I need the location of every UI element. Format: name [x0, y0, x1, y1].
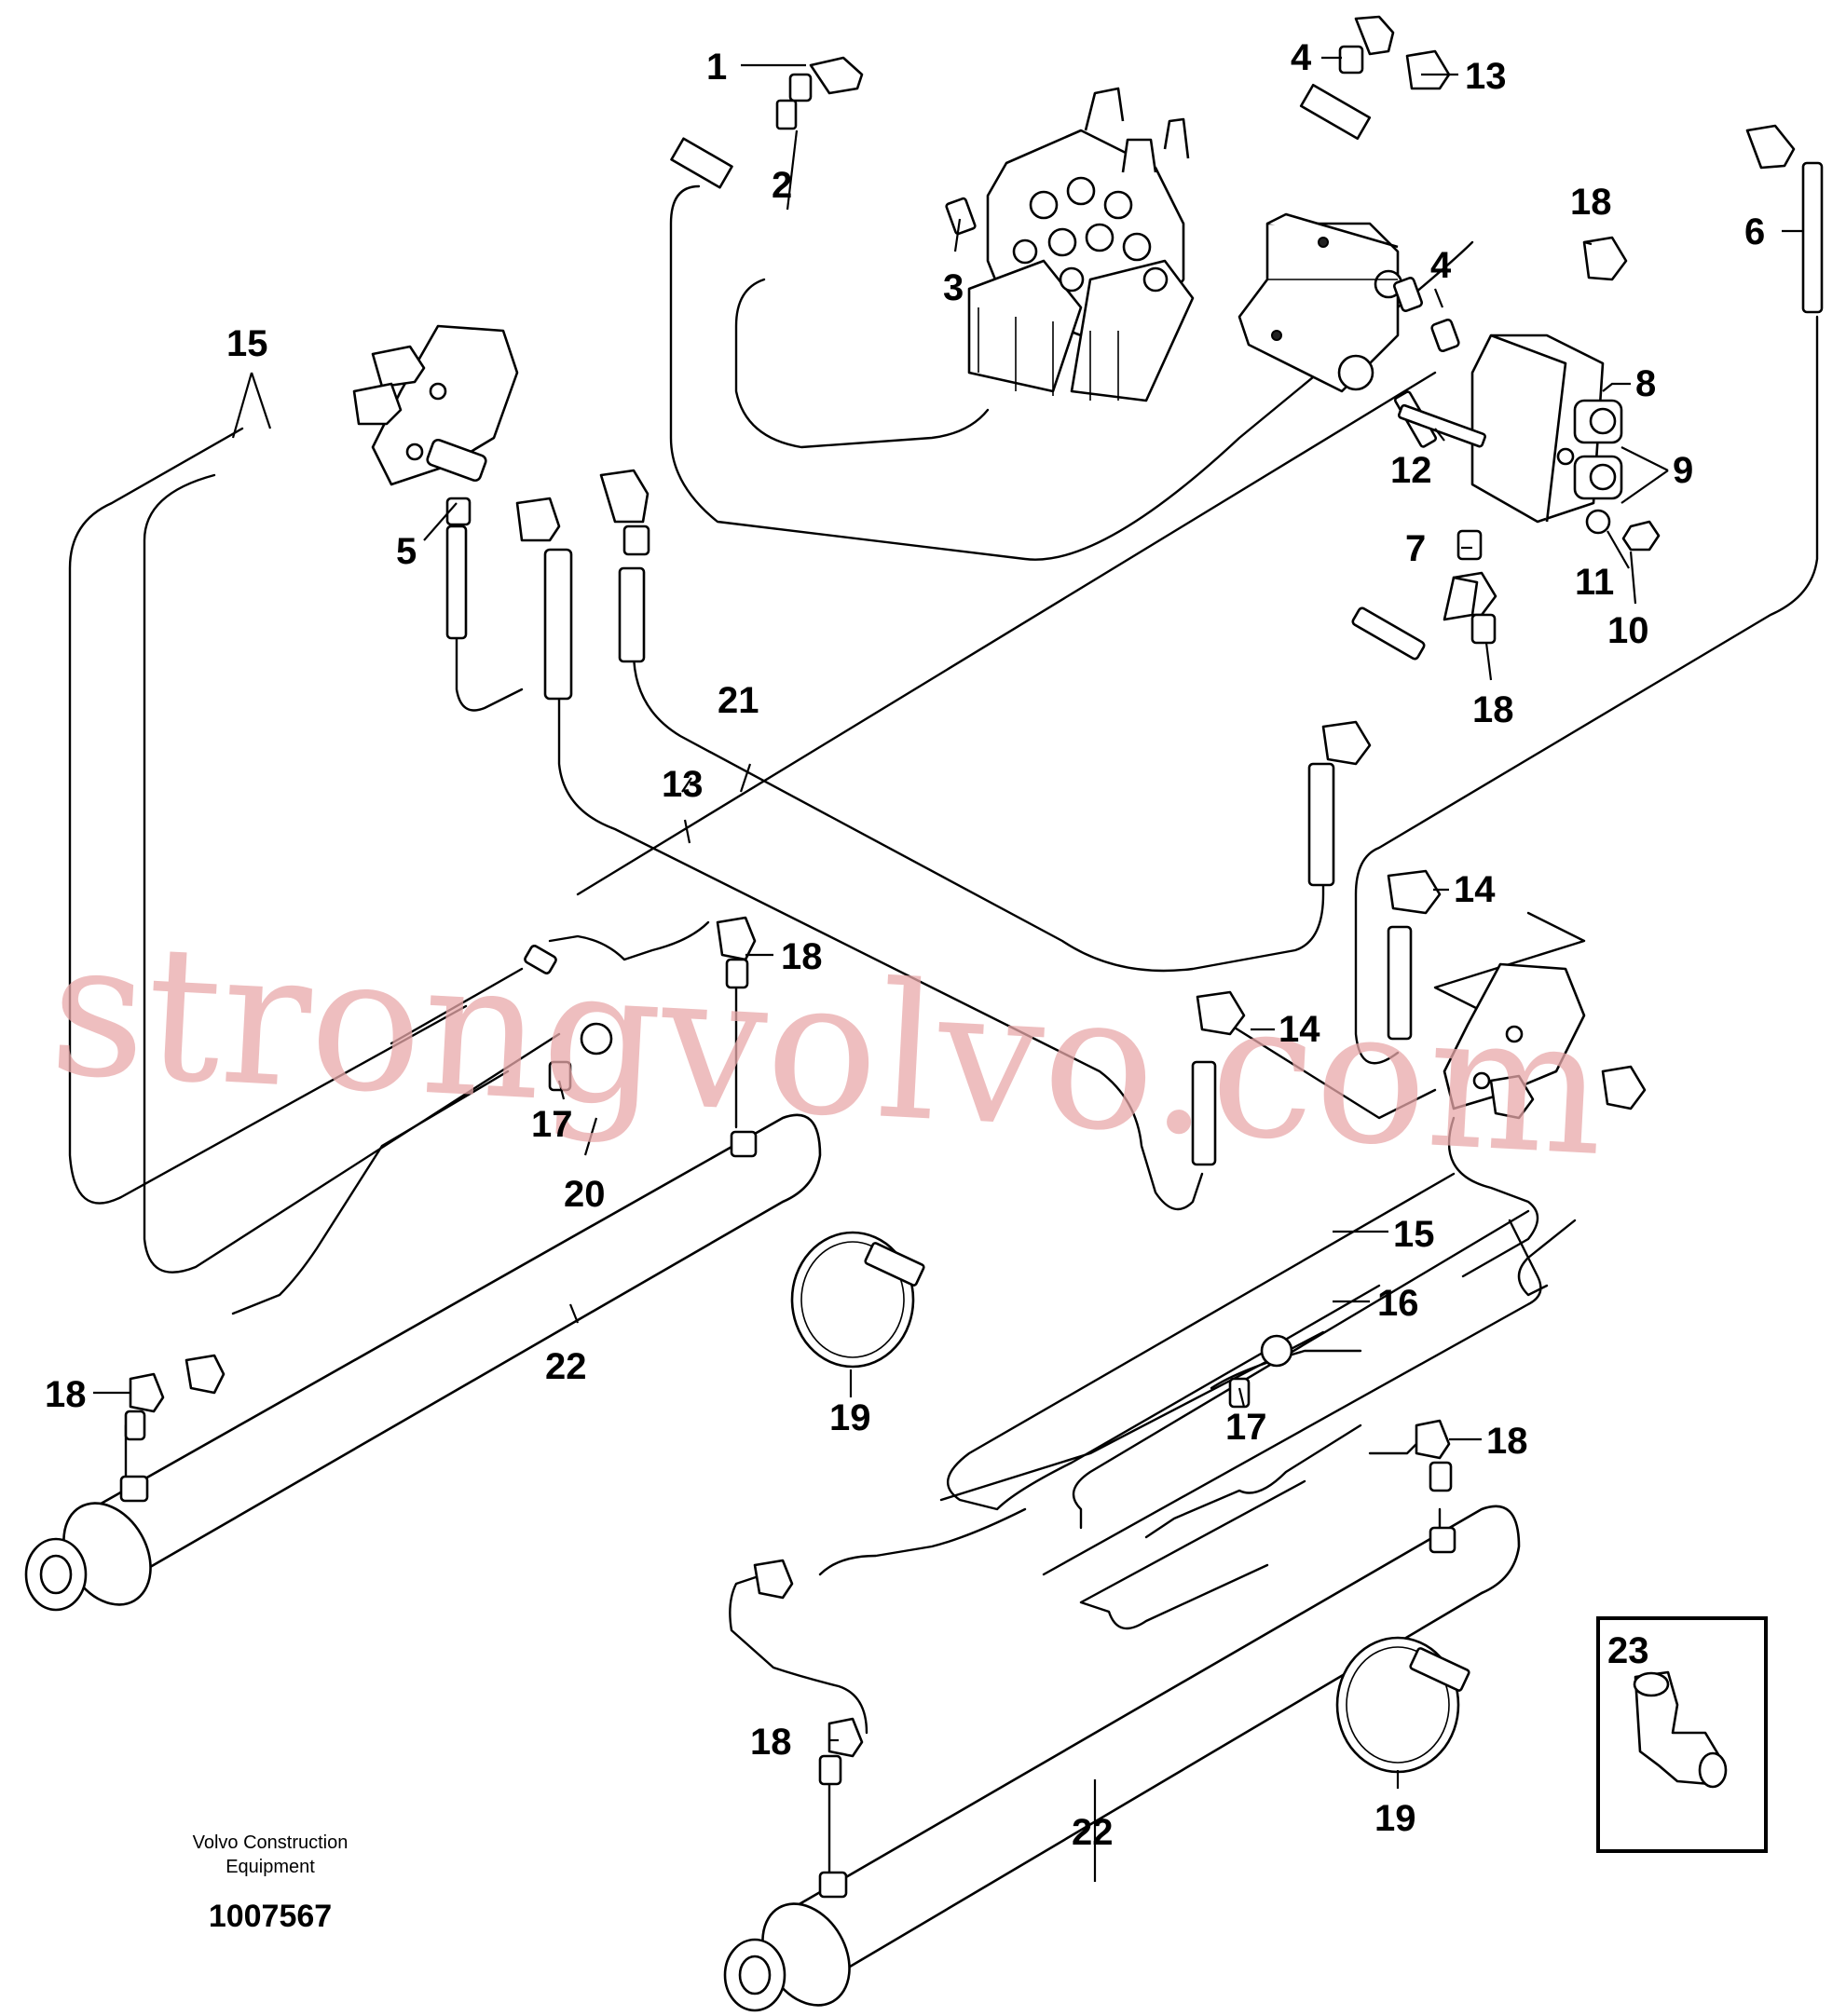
- callout-18f: 18: [750, 1722, 792, 1763]
- figure-number: 1007567: [209, 1899, 332, 1934]
- cylinder-right: [723, 1505, 1521, 2012]
- callout-13a: 13: [1465, 56, 1507, 97]
- callout-1: 1: [706, 47, 727, 88]
- callout-18e: 18: [1486, 1421, 1528, 1462]
- footer: Volvo Construction Equipment 1007567: [193, 1832, 349, 1934]
- inset-box-23: [1596, 1616, 1768, 1853]
- control-valve-block: [967, 87, 1195, 402]
- callout-22a: 22: [545, 1346, 587, 1387]
- callout-14a: 14: [1454, 869, 1496, 910]
- fittings: [124, 15, 1824, 1786]
- callout-17a: 17: [531, 1104, 573, 1145]
- callout-12: 12: [1390, 450, 1432, 491]
- callout-18d: 18: [45, 1374, 87, 1415]
- callout-14b: 14: [1279, 1009, 1320, 1050]
- callout-4b: 4: [1430, 245, 1452, 286]
- hose-clamp-left: [790, 1231, 925, 1369]
- footer-company-line1: Volvo Construction: [193, 1832, 349, 1853]
- callout-20: 20: [564, 1174, 606, 1215]
- block-valve-8: [1470, 334, 1623, 524]
- callout-21: 21: [718, 680, 759, 721]
- callout-15a: 15: [226, 323, 268, 364]
- callout-15b: 15: [1393, 1214, 1435, 1255]
- callout-4a: 4: [1291, 37, 1312, 78]
- callout-8: 8: [1635, 363, 1656, 404]
- callout-5: 5: [396, 531, 417, 572]
- hose-lines: [68, 184, 1819, 1893]
- callout-9: 9: [1673, 450, 1693, 491]
- callout-18b: 18: [1472, 689, 1514, 730]
- callout-10: 10: [1607, 610, 1649, 651]
- callout-labels: 1 2 3 4 13 18 6 4 8 9 12 7 11 10 18 15 5…: [45, 37, 1765, 1853]
- callout-2: 2: [772, 165, 792, 206]
- callout-23: 23: [1607, 1630, 1649, 1671]
- cylinder-left: [24, 1113, 822, 1612]
- hose-clamp-right: [1335, 1636, 1470, 1774]
- callout-19a: 19: [829, 1397, 871, 1438]
- footer-company-line2: Equipment: [226, 1857, 315, 1877]
- secondary-valve: [1238, 212, 1403, 393]
- callout-22b: 22: [1072, 1812, 1114, 1853]
- callout-16: 16: [1377, 1283, 1419, 1324]
- callout-17b: 17: [1225, 1407, 1267, 1448]
- callout-19b: 19: [1374, 1798, 1416, 1839]
- callout-6: 6: [1744, 211, 1765, 252]
- callout-18c: 18: [781, 936, 823, 977]
- callout-13b: 13: [662, 764, 704, 805]
- watermark-text: strongvolvo.com: [46, 900, 1610, 1198]
- callout-3: 3: [943, 267, 964, 308]
- callout-7: 7: [1405, 528, 1426, 569]
- callout-11: 11: [1575, 562, 1614, 603]
- callout-18a: 18: [1570, 182, 1612, 223]
- leader-lines: [93, 56, 1803, 1882]
